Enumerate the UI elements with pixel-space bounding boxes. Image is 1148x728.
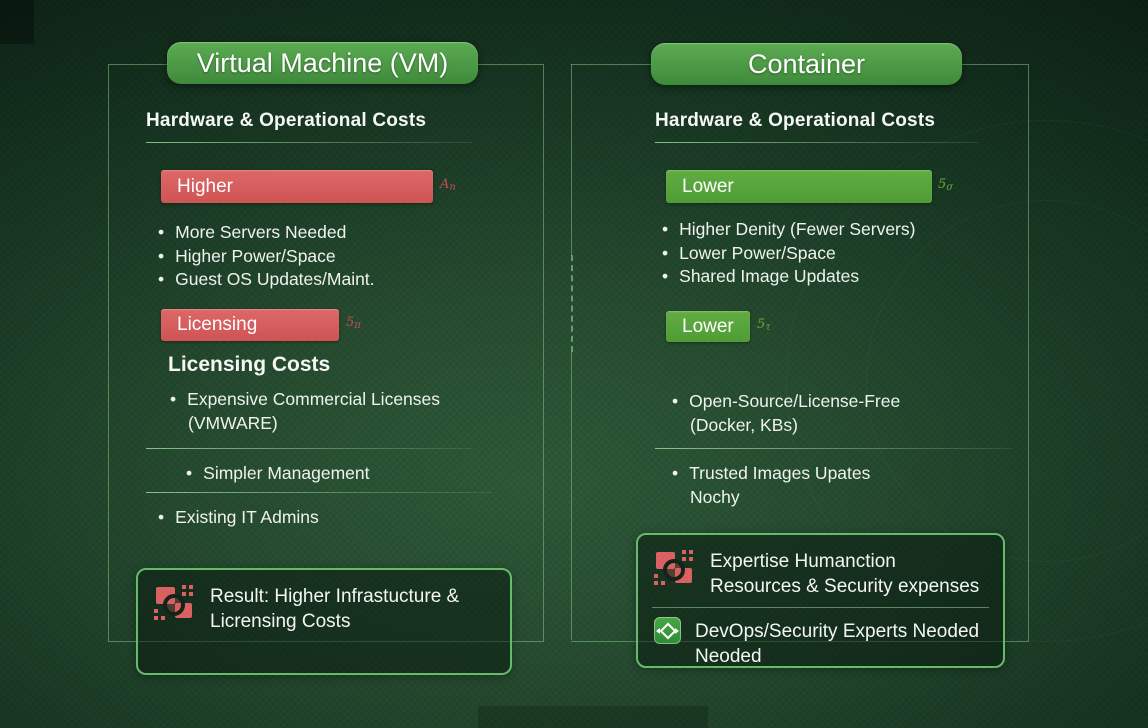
vm-licensing-bar: Licensing xyxy=(161,309,339,341)
vm-divider xyxy=(146,448,472,449)
vm-title: Virtual Machine (VM) xyxy=(196,47,449,78)
list-item: Guest OS Updates/Maint. xyxy=(158,268,374,292)
container-divider xyxy=(655,448,1012,449)
vm-licensing-bullet: Expensive Commercial Licenses(VMWARE) xyxy=(170,388,470,435)
container-title: Container xyxy=(747,48,866,79)
list-item: Higher Power/Space xyxy=(158,245,375,269)
decor-corner-notch xyxy=(0,0,34,44)
container-license-bullet: Open-Source/License-Free(Docker, KBs) xyxy=(672,390,972,437)
vm-admins-bullet: Existing IT Admins xyxy=(158,506,319,530)
vm-divider xyxy=(146,492,492,493)
circuit-chip-icon xyxy=(654,547,696,587)
list-item: Lower Power/Space xyxy=(662,242,915,266)
vm-cost-bar: Higher xyxy=(161,170,433,203)
vm-hw-bullet-list: More Servers Needed Higher Power/Space G… xyxy=(158,221,375,292)
circuit-chip-icon xyxy=(154,582,196,622)
vm-title-badge: Virtual Machine (VM) xyxy=(167,42,478,84)
container-cost-bar: Lower xyxy=(666,170,932,203)
vm-licensing-heading: Licensing Costs xyxy=(168,353,331,376)
vm-licensing-bar-label: Licensing xyxy=(177,314,258,335)
vm-result-box: Result: Higher Infrastucture & Licrensin… xyxy=(136,568,512,675)
list-item: Higher Denity (Fewer Servers) xyxy=(662,218,915,242)
container-licensing-bar: Lower xyxy=(666,311,750,342)
container-hw-bullet-list: Higher Denity (Fewer Servers) Lower Powe… xyxy=(662,218,915,289)
list-item: More Servers Needed xyxy=(158,221,375,245)
decor-bottom-bar xyxy=(478,706,708,728)
container-heading-underline xyxy=(655,142,979,143)
vm-cost-bar-annotation: An xyxy=(440,177,456,193)
center-divider-top xyxy=(571,64,572,255)
container-cost-bar-label: Lower xyxy=(682,175,734,197)
expertise-text: Expertise Humanction Resources & Securit… xyxy=(710,551,980,597)
container-title-badge: Container xyxy=(651,43,962,85)
container-expertise-box: Expertise Humanction Resources & Securit… xyxy=(636,533,1005,668)
list-item: Shared Image Updates xyxy=(662,265,915,289)
vm-section-heading: Hardware & Operational Costs xyxy=(146,110,427,131)
center-divider-dashed xyxy=(571,255,573,352)
vm-licensing-bar-annotation: 5π xyxy=(346,315,361,331)
box-divider xyxy=(652,607,989,608)
container-licensing-bar-label: Lower xyxy=(682,315,734,337)
vm-result-text: Result: Higher Infrastucture & Licrensin… xyxy=(210,586,460,632)
devops-text: DevOps/Security Experts Neoded Neoded xyxy=(695,621,980,667)
container-section-heading: Hardware & Operational Costs xyxy=(655,110,936,131)
devops-diamond-icon xyxy=(654,617,681,644)
vm-cost-bar-label: Higher xyxy=(177,175,233,197)
container-cost-bar-annotation: 5σ xyxy=(938,177,954,193)
vm-management-bullet: Simpler Management xyxy=(186,462,369,486)
container-licensing-bar-annotation: 5τ xyxy=(757,317,771,333)
vm-heading-underline xyxy=(146,142,472,143)
center-divider-bottom xyxy=(571,352,572,640)
